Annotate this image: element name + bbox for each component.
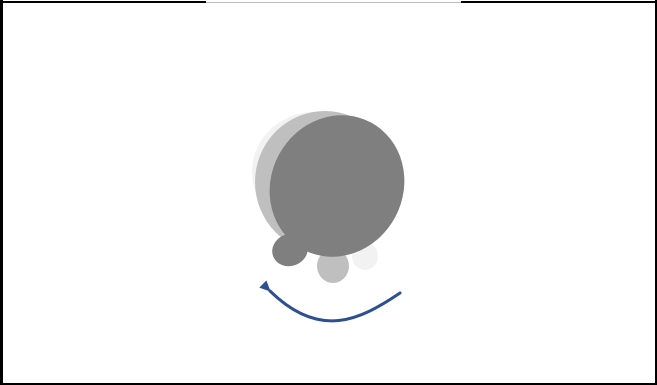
front-rotated-shape [245, 91, 429, 280]
counterclockwise-rotation-arrow [270, 291, 400, 321]
